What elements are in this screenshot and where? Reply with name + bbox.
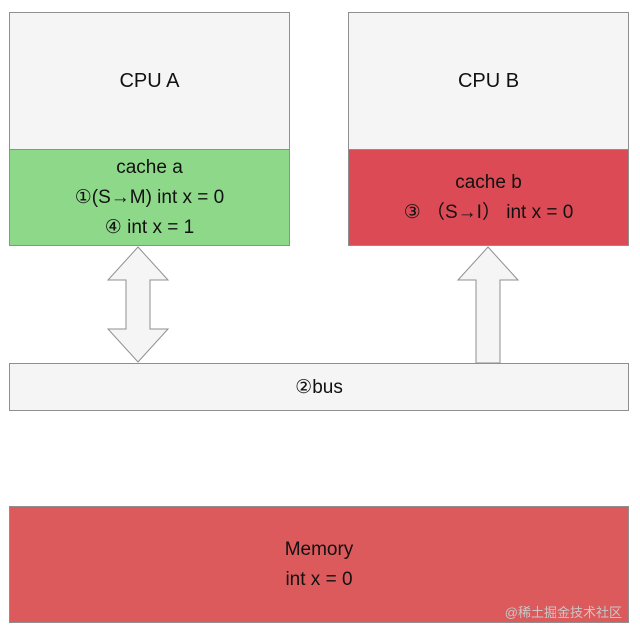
cpu-b-box: CPU B [348,12,629,149]
cache-b-title: cache b [455,171,522,193]
bus-to-cache-b-arrow [456,246,520,364]
memory-value: int x = 0 [285,568,353,590]
memory-title: Memory [284,538,354,560]
cache-a-bus-double-arrow [106,246,170,363]
bus-box: ②bus [9,363,629,411]
cache-a-step-4: ④ int x = 1 [104,216,195,238]
cpu-b-label: CPU B [457,69,520,92]
cache-a-step-1: ①(S→M) int x = 0 [74,186,225,208]
watermark: @稀土掘金技术社区 [504,605,622,620]
cpu-a-label: CPU A [119,69,180,92]
cache-b-step-3: ③ （S→I） int x = 0 [403,201,574,223]
cache-a-title: cache a [116,156,183,178]
bus-label: ②bus [295,376,343,398]
cache-b-box: cache b ③ （S→I） int x = 0 [348,149,629,246]
memory-box: Memory int x = 0 [9,506,629,623]
cpu-a-box: CPU A [9,12,290,149]
cache-a-box: cache a ①(S→M) int x = 0 ④ int x = 1 [9,149,290,246]
